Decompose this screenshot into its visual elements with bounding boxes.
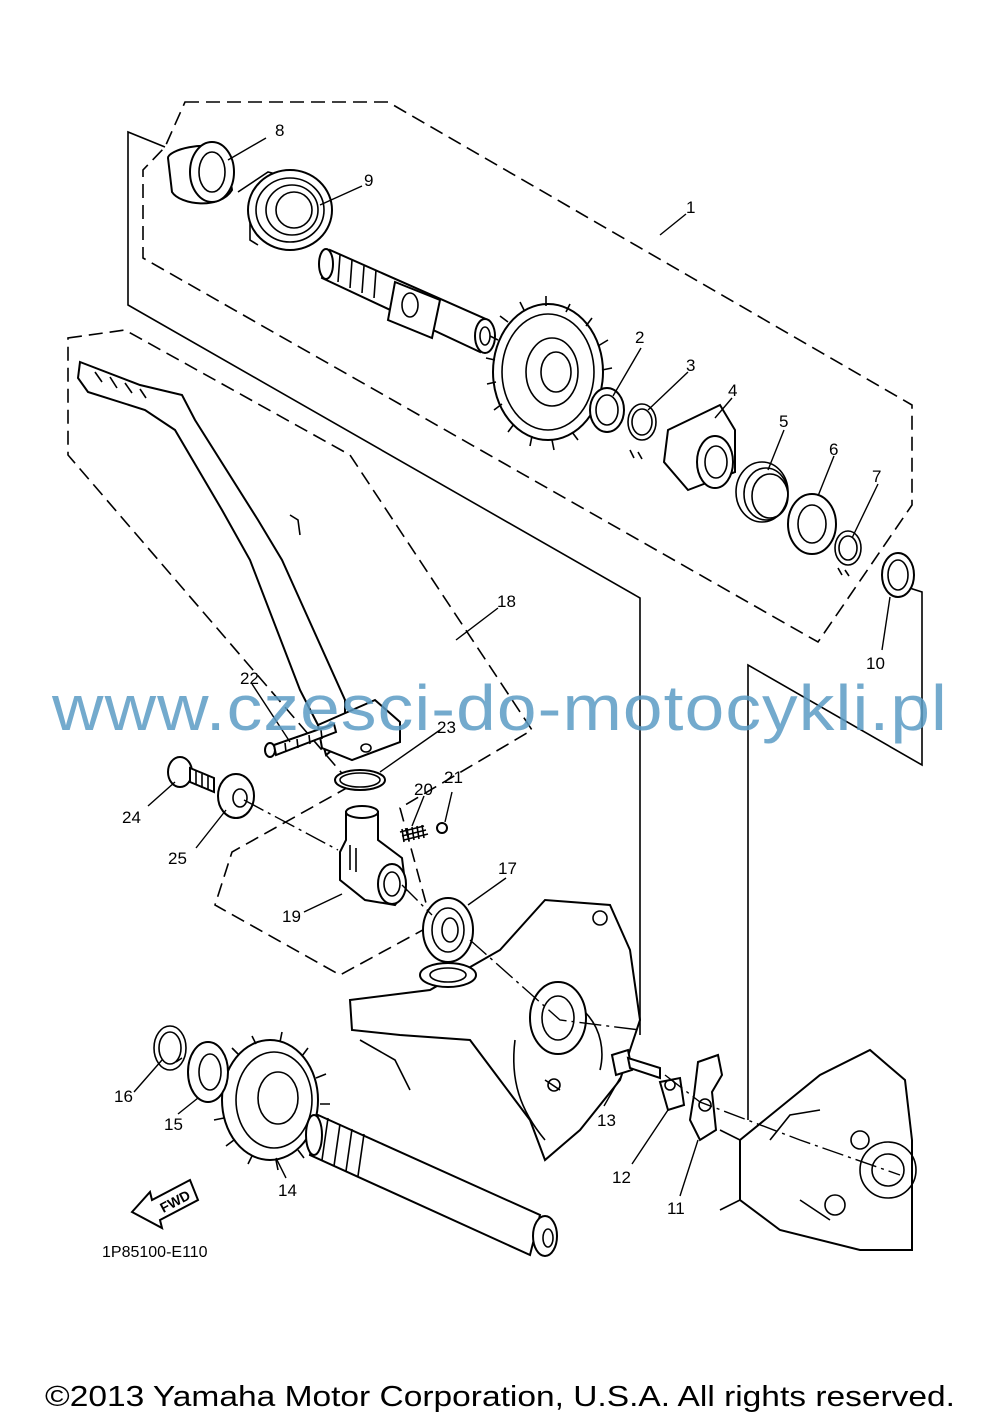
part-13-bolt [610, 1048, 661, 1080]
part-7-circlip [834, 530, 862, 577]
part-number-labels: 8 9 1 2 3 4 5 6 7 10 18 22 23 20 21 24 2… [114, 121, 885, 1218]
label-part-1: 1 [686, 198, 695, 217]
label-part-22: 22 [240, 669, 259, 688]
part-24-bolt [167, 756, 215, 794]
centerline-guide [664, 1074, 901, 1176]
label-part-7: 7 [872, 467, 881, 486]
label-part-21: 21 [444, 768, 463, 787]
label-part-8: 8 [275, 121, 284, 140]
part-8-collar [166, 141, 235, 205]
part-21-ball [436, 822, 448, 834]
drawing-code: 1P85100-E110 [102, 1244, 208, 1261]
crankcase-right [719, 1048, 917, 1251]
label-part-6: 6 [829, 440, 838, 459]
label-part-12: 12 [612, 1168, 631, 1187]
part-6-washer [787, 493, 837, 555]
label-part-17: 17 [498, 859, 517, 878]
label-part-18: 18 [497, 592, 516, 611]
centerline-boss [243, 799, 641, 1031]
label-part-14: 14 [278, 1181, 297, 1200]
label-part-11: 11 [667, 1199, 685, 1218]
label-part-23: 23 [437, 718, 456, 737]
label-part-3: 3 [686, 356, 695, 375]
part-11-guide [688, 1053, 724, 1142]
part-10-washer [881, 552, 915, 598]
assembly-18-outline [67, 329, 534, 976]
part-25-washer [217, 773, 255, 819]
label-part-5: 5 [779, 412, 788, 431]
label-part-4: 4 [728, 381, 737, 400]
watermark-url: www.czesci-do-motocykli.pl [51, 672, 948, 744]
part-4-ratchet [662, 403, 736, 492]
kick-gear [485, 296, 613, 451]
label-part-25: 25 [168, 849, 187, 868]
label-part-16: 16 [114, 1087, 133, 1106]
callout-leaders [133, 137, 891, 1197]
label-part-13: 13 [597, 1111, 616, 1130]
part-15-washer [187, 1041, 229, 1103]
label-part-10: 10 [866, 654, 885, 673]
label-part-19: 19 [282, 907, 301, 926]
part-16-circlip [153, 1025, 187, 1071]
part-19-kick-boss [339, 805, 408, 907]
shaft-axis-line [127, 130, 641, 1035]
part-14-idle-gear [211, 1031, 330, 1171]
part-22-screw [264, 722, 338, 758]
part-5-compression-spring [735, 461, 789, 523]
label-part-15: 15 [164, 1115, 183, 1134]
assembly-1-outline [142, 101, 913, 644]
label-part-9: 9 [364, 171, 373, 190]
part-3-circlip [627, 403, 657, 460]
label-part-20: 20 [414, 780, 433, 799]
part-18-kick-crank [76, 360, 401, 762]
label-part-24: 24 [122, 808, 141, 827]
kick-shaft [318, 248, 496, 354]
label-part-2: 2 [635, 328, 644, 347]
part-9-torsion-spring [237, 169, 333, 251]
part-2-washer [589, 387, 625, 433]
part-17-oil-seal [422, 897, 474, 963]
part-12-washer [658, 1076, 686, 1112]
fwd-arrow-icon: FWD [130, 1178, 200, 1230]
lower-shaft [305, 1113, 558, 1257]
copyright-footer: ©2013 Yamaha Motor Corporation, U.S.A. A… [45, 1381, 955, 1413]
part-20-spring [399, 824, 429, 843]
case-axis-line [747, 584, 923, 1120]
